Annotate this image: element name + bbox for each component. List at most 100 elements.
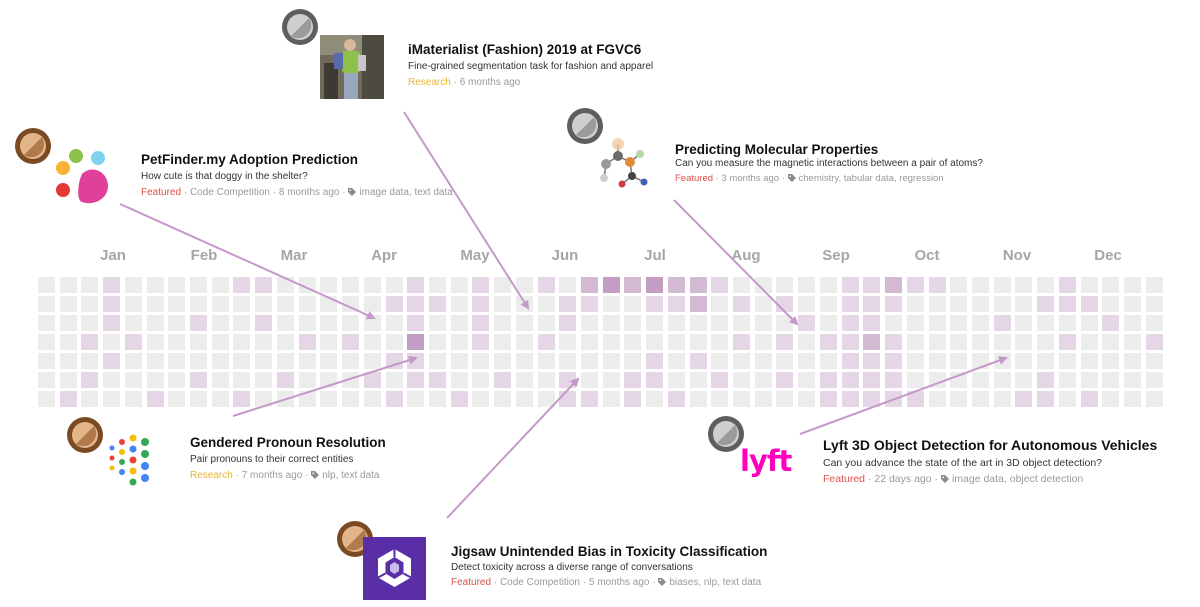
bronze-medal-icon [67, 417, 103, 453]
heatmap-cell [929, 334, 946, 350]
heatmap-cell [755, 315, 772, 331]
separator: · [235, 470, 239, 481]
heatmap-cell [1102, 391, 1119, 407]
heatmap-cell [516, 315, 533, 331]
heatmap-cell [711, 334, 728, 350]
heatmap-cell [38, 277, 55, 293]
heatmap-cell [668, 334, 685, 350]
heatmap-cell [277, 391, 294, 407]
heatmap-cell [212, 391, 229, 407]
heatmap-cell [407, 334, 424, 350]
heatmap-cell [646, 296, 663, 312]
heatmap-cell [103, 353, 120, 369]
heatmap-cell [776, 315, 793, 331]
heatmap-cell [581, 353, 598, 369]
heatmap-cell [798, 334, 815, 350]
heatmap-cell [581, 334, 598, 350]
separator: · [183, 187, 188, 198]
heatmap-cell [863, 315, 880, 331]
heatmap-cell [1015, 296, 1032, 312]
heatmap-cell [190, 391, 207, 407]
heatmap-cell [581, 372, 598, 388]
heatmap-cell [1081, 296, 1098, 312]
heatmap-cell [212, 372, 229, 388]
separator: · [781, 173, 785, 184]
heatmap-cell [1015, 334, 1032, 350]
heatmap-cell [776, 296, 793, 312]
heatmap-cell [755, 296, 772, 312]
heatmap-cell [690, 391, 707, 407]
separator: · [272, 187, 277, 198]
heatmap-cell [451, 391, 468, 407]
heatmap-cell [299, 315, 316, 331]
heatmap-cell [342, 334, 359, 350]
heatmap-cell [125, 277, 142, 293]
heatmap-cell [255, 391, 272, 407]
heatmap-cell [233, 315, 250, 331]
card-title[interactable]: iMaterialist (Fashion) 2019 at FGVC6 [408, 42, 642, 57]
heatmap-cell [299, 353, 316, 369]
heatmap-cell [168, 277, 185, 293]
card-title[interactable]: PetFinder.my Adoption Prediction [141, 152, 359, 167]
heatmap-cell [125, 315, 142, 331]
heatmap-cell [103, 391, 120, 407]
card-title[interactable]: Lyft 3D Object Detection for Autonomous … [823, 437, 1158, 453]
card-description: How cute is that doggy in the shelter? [141, 171, 308, 182]
heatmap-cell [690, 277, 707, 293]
heatmap-cell [972, 372, 989, 388]
heatmap-cell [1037, 391, 1054, 407]
heatmap-cell [1146, 391, 1163, 407]
heatmap-cell [1037, 277, 1054, 293]
heatmap-cell [233, 372, 250, 388]
heatmap-cell [994, 391, 1011, 407]
heatmap-cell [1102, 353, 1119, 369]
heatmap-cell [646, 372, 663, 388]
heatmap-cell [950, 372, 967, 388]
separator: · [342, 187, 346, 198]
heatmap-cell [60, 277, 77, 293]
card-description: Detect toxicity across a diverse range o… [451, 562, 693, 573]
heatmap-cell [342, 277, 359, 293]
heatmap-cell [776, 277, 793, 293]
heatmap-cell [407, 391, 424, 407]
heatmap-cell [190, 334, 207, 350]
heatmap-cell [885, 334, 902, 350]
heatmap-cell [277, 353, 294, 369]
heatmap-cell [81, 277, 98, 293]
card-title[interactable]: Gendered Pronoun Resolution [190, 435, 386, 450]
heatmap-cell [624, 391, 641, 407]
heatmap-cell [494, 391, 511, 407]
heatmap-cell [60, 315, 77, 331]
category-label: Featured [675, 173, 714, 184]
heatmap-cell [711, 372, 728, 388]
heatmap-cell [711, 391, 728, 407]
heatmap-cell [125, 334, 142, 350]
heatmap-cell [646, 315, 663, 331]
heatmap-cell [538, 277, 555, 293]
card-title[interactable]: Jigsaw Unintended Bias in Toxicity Class… [451, 544, 768, 559]
heatmap-cell [646, 391, 663, 407]
tag-icon [311, 471, 320, 479]
heatmap-cell [907, 353, 924, 369]
heatmap-cell [972, 353, 989, 369]
separator: · [493, 577, 498, 588]
heatmap-cell [559, 391, 576, 407]
heatmap-cell [690, 296, 707, 312]
heatmap-cell [1059, 315, 1076, 331]
heatmap-cell [646, 353, 663, 369]
heatmap-cell [516, 334, 533, 350]
heatmap-cell [559, 277, 576, 293]
heatmap-cell [972, 277, 989, 293]
card-title[interactable]: Predicting Molecular Properties [675, 142, 879, 157]
heatmap-cell [581, 315, 598, 331]
heatmap-cell [320, 277, 337, 293]
heatmap-cell [429, 315, 446, 331]
heatmap-cell [38, 353, 55, 369]
heatmap-cell [386, 353, 403, 369]
heatmap-cell [472, 296, 489, 312]
heatmap-cell [668, 277, 685, 293]
heatmap-cell [103, 372, 120, 388]
heatmap-cell [1015, 391, 1032, 407]
heatmap-cell [581, 296, 598, 312]
